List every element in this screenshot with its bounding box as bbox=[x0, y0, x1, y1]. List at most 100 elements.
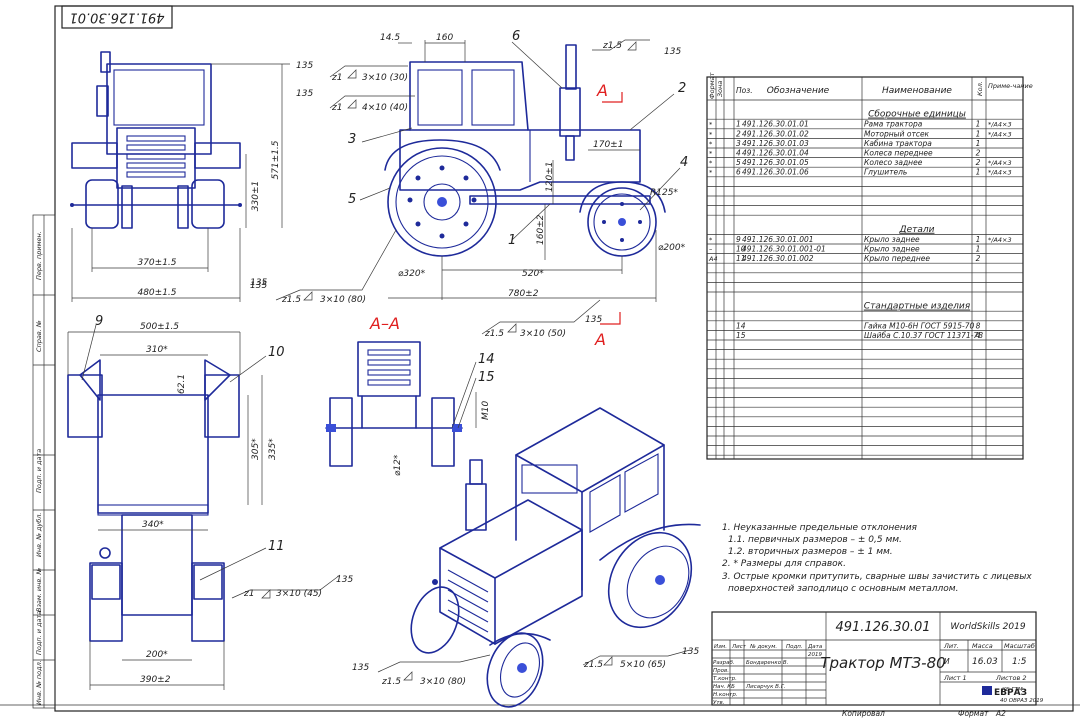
title-block: 491.126.30.01 WorldSkills 2019 Трактор М… bbox=[711, 611, 1044, 718]
side-dim-520: 520* bbox=[522, 269, 544, 279]
title-role: Пров. bbox=[713, 668, 729, 674]
strip-label-2: Справ. № bbox=[35, 320, 43, 352]
spec-cell-pos: 5 bbox=[736, 158, 741, 167]
spec-header-pos: Поз. bbox=[736, 86, 753, 95]
top-dim-340: 340* bbox=[142, 520, 164, 530]
spec-cell-code: 491.126.30.01.001-01 bbox=[742, 245, 826, 254]
side-weld-2-leg: z1 bbox=[331, 103, 342, 113]
strip-label-7: Инв. № подл. bbox=[35, 660, 43, 705]
spec-cell-code: 491.126.30.01.03 bbox=[742, 139, 809, 148]
title-scale-header: Масштаб bbox=[1004, 642, 1035, 650]
spec-cell-note: */А4×3 bbox=[988, 130, 1012, 138]
iso-weld-1-len: 3×10 (80) bbox=[420, 677, 466, 687]
spec-cell-code: 491.126.30.01.06 bbox=[742, 168, 809, 177]
side-weld-4-leg: z1.5 bbox=[484, 329, 504, 339]
spec-cell-qty: 2 bbox=[976, 149, 981, 158]
spec-cell-format: * bbox=[709, 130, 713, 138]
iso-weld-135-b: 135 bbox=[682, 647, 699, 657]
leader-3: 3 bbox=[348, 132, 356, 147]
title-company: ЕВРАЗ bbox=[994, 688, 1027, 698]
side-weld-135-a: 135 bbox=[296, 61, 313, 71]
change-col-doc: № докум. bbox=[749, 644, 777, 650]
spec-cell-name: Крыло заднее bbox=[864, 235, 920, 244]
title-name: Трактор МТЗ-80 bbox=[820, 654, 945, 672]
side-weld-1-len: 3×10 (30) bbox=[362, 73, 408, 83]
leader-11: 11 bbox=[268, 539, 285, 554]
side-dim-d200: ⌀200* bbox=[658, 243, 686, 253]
spec-section-details: Детали bbox=[899, 225, 935, 235]
side-weld-135-c: 135 bbox=[250, 281, 267, 291]
note-3: 3. Острые кромки притупить, сварные швы … bbox=[722, 572, 1032, 582]
spec-cell-format: – bbox=[709, 246, 712, 254]
top-dim-310: 310* bbox=[146, 345, 168, 355]
iso-weld-2-leg: z1.5 bbox=[583, 660, 603, 670]
spec-cell-format: * bbox=[709, 121, 713, 129]
spec-cell-qty: 8 bbox=[976, 321, 981, 330]
strip-label-4: Инв. № дубл. bbox=[35, 513, 43, 557]
spec-cell-qty: 4 bbox=[976, 331, 981, 340]
side-section-135: 135 bbox=[585, 315, 602, 325]
spec-cell-name: Крыло заднее bbox=[864, 245, 920, 254]
company-logo-icon bbox=[982, 686, 992, 695]
note-1-1: 1.1. первичных размеров – ± 0,5 мм. bbox=[728, 535, 902, 545]
title-lit-header: Лит. bbox=[943, 642, 959, 650]
leader-9: 9 bbox=[95, 314, 103, 329]
spec-cell-code: 491.126.30.01.05 bbox=[742, 158, 809, 167]
front-dim-330: 330±1 bbox=[251, 181, 261, 211]
side-weld-3-len: 3×10 (80) bbox=[320, 295, 366, 305]
spec-cell-name: Шайба С.10.37 ГОСТ 11371-78 bbox=[864, 331, 983, 340]
spec-cell-code: 491.126.30.01.04 bbox=[742, 149, 809, 158]
spec-cell-format: * bbox=[709, 140, 713, 148]
spec-cell-pos: 11 bbox=[736, 254, 746, 263]
title-role: Разраб. bbox=[713, 660, 735, 666]
change-col-date: Дата bbox=[807, 644, 823, 650]
format-value: А2 bbox=[995, 709, 1006, 718]
title-role: Нач. КБ bbox=[713, 684, 735, 690]
strip-label-3: Подп. и дата bbox=[35, 449, 43, 493]
front-dim-width: 480±1.5 bbox=[137, 288, 176, 298]
top-dim-305: 305* bbox=[251, 438, 261, 460]
spec-section-standard: Стандартные изделия bbox=[864, 302, 971, 312]
spec-cell-code: 491.126.30.01.001 bbox=[742, 235, 814, 244]
side-weld-2-len: 4×10 (40) bbox=[362, 103, 408, 113]
section-title: А–А bbox=[369, 314, 400, 333]
spec-header-qty: Кол. bbox=[976, 81, 984, 96]
top-weld-leg: z1 bbox=[243, 589, 254, 599]
spec-header-zone: Зона bbox=[716, 81, 724, 97]
top-dim-62: 62.1 bbox=[177, 374, 187, 394]
note-2: 2. * Размеры для справок. bbox=[722, 559, 846, 569]
spec-cell-code: 491.126.30.01.02 bbox=[742, 129, 809, 138]
strip-label-1: Перв. примен. bbox=[35, 231, 43, 280]
title-sheet: Лист 1 bbox=[943, 674, 967, 682]
note-1-2: 1.2. вторичных размеров – ± 1 мм. bbox=[728, 547, 893, 557]
side-weld-4-len: 3×10 (50) bbox=[520, 329, 566, 339]
top-weld-135: 135 bbox=[336, 575, 353, 585]
spec-cell-code: 491.126.30.01.01 bbox=[742, 120, 809, 129]
title-lit-value: И bbox=[944, 657, 950, 666]
spec-cell-name: Моторный отсек bbox=[864, 129, 930, 138]
iso-weld-1-leg: z1.5 bbox=[381, 677, 401, 687]
side-dim-160: 160 bbox=[436, 33, 453, 43]
spec-cell-note: */А4×3 bbox=[988, 236, 1012, 244]
side-dim-170: 170±1 bbox=[593, 140, 623, 150]
technical-notes: 1. Неуказанные предельные отклонения 1.1… bbox=[722, 523, 1032, 594]
change-col-izm: Изм. bbox=[714, 644, 727, 650]
top-view: 500±1.5 310* 62.1 305* 335* 340* 200* 39… bbox=[67, 314, 353, 690]
spec-cell-format: А4 bbox=[708, 255, 718, 263]
spec-cell-format: * bbox=[709, 150, 713, 158]
side-dim-120: 120±1 bbox=[545, 162, 555, 192]
title-role-name: Лисарчук В.Г. bbox=[745, 684, 786, 690]
spec-cell-name: Кабина трактора bbox=[864, 139, 932, 148]
top-dim-390: 390±2 bbox=[140, 675, 171, 685]
spec-cell-name: Колесо заднее bbox=[864, 158, 923, 167]
spec-cell-note: */А4×3 bbox=[988, 121, 1012, 129]
spec-cell-qty: 1 bbox=[976, 120, 981, 129]
spec-cell-qty: 2 bbox=[976, 158, 981, 167]
section-view: А–А М10 ⌀12* 14 15 bbox=[325, 314, 495, 476]
title-mass-header: Масса bbox=[972, 642, 993, 650]
spec-header-format: Формат bbox=[708, 72, 716, 99]
leader-15: 15 bbox=[478, 370, 495, 385]
spec-cell-format: * bbox=[709, 169, 713, 177]
